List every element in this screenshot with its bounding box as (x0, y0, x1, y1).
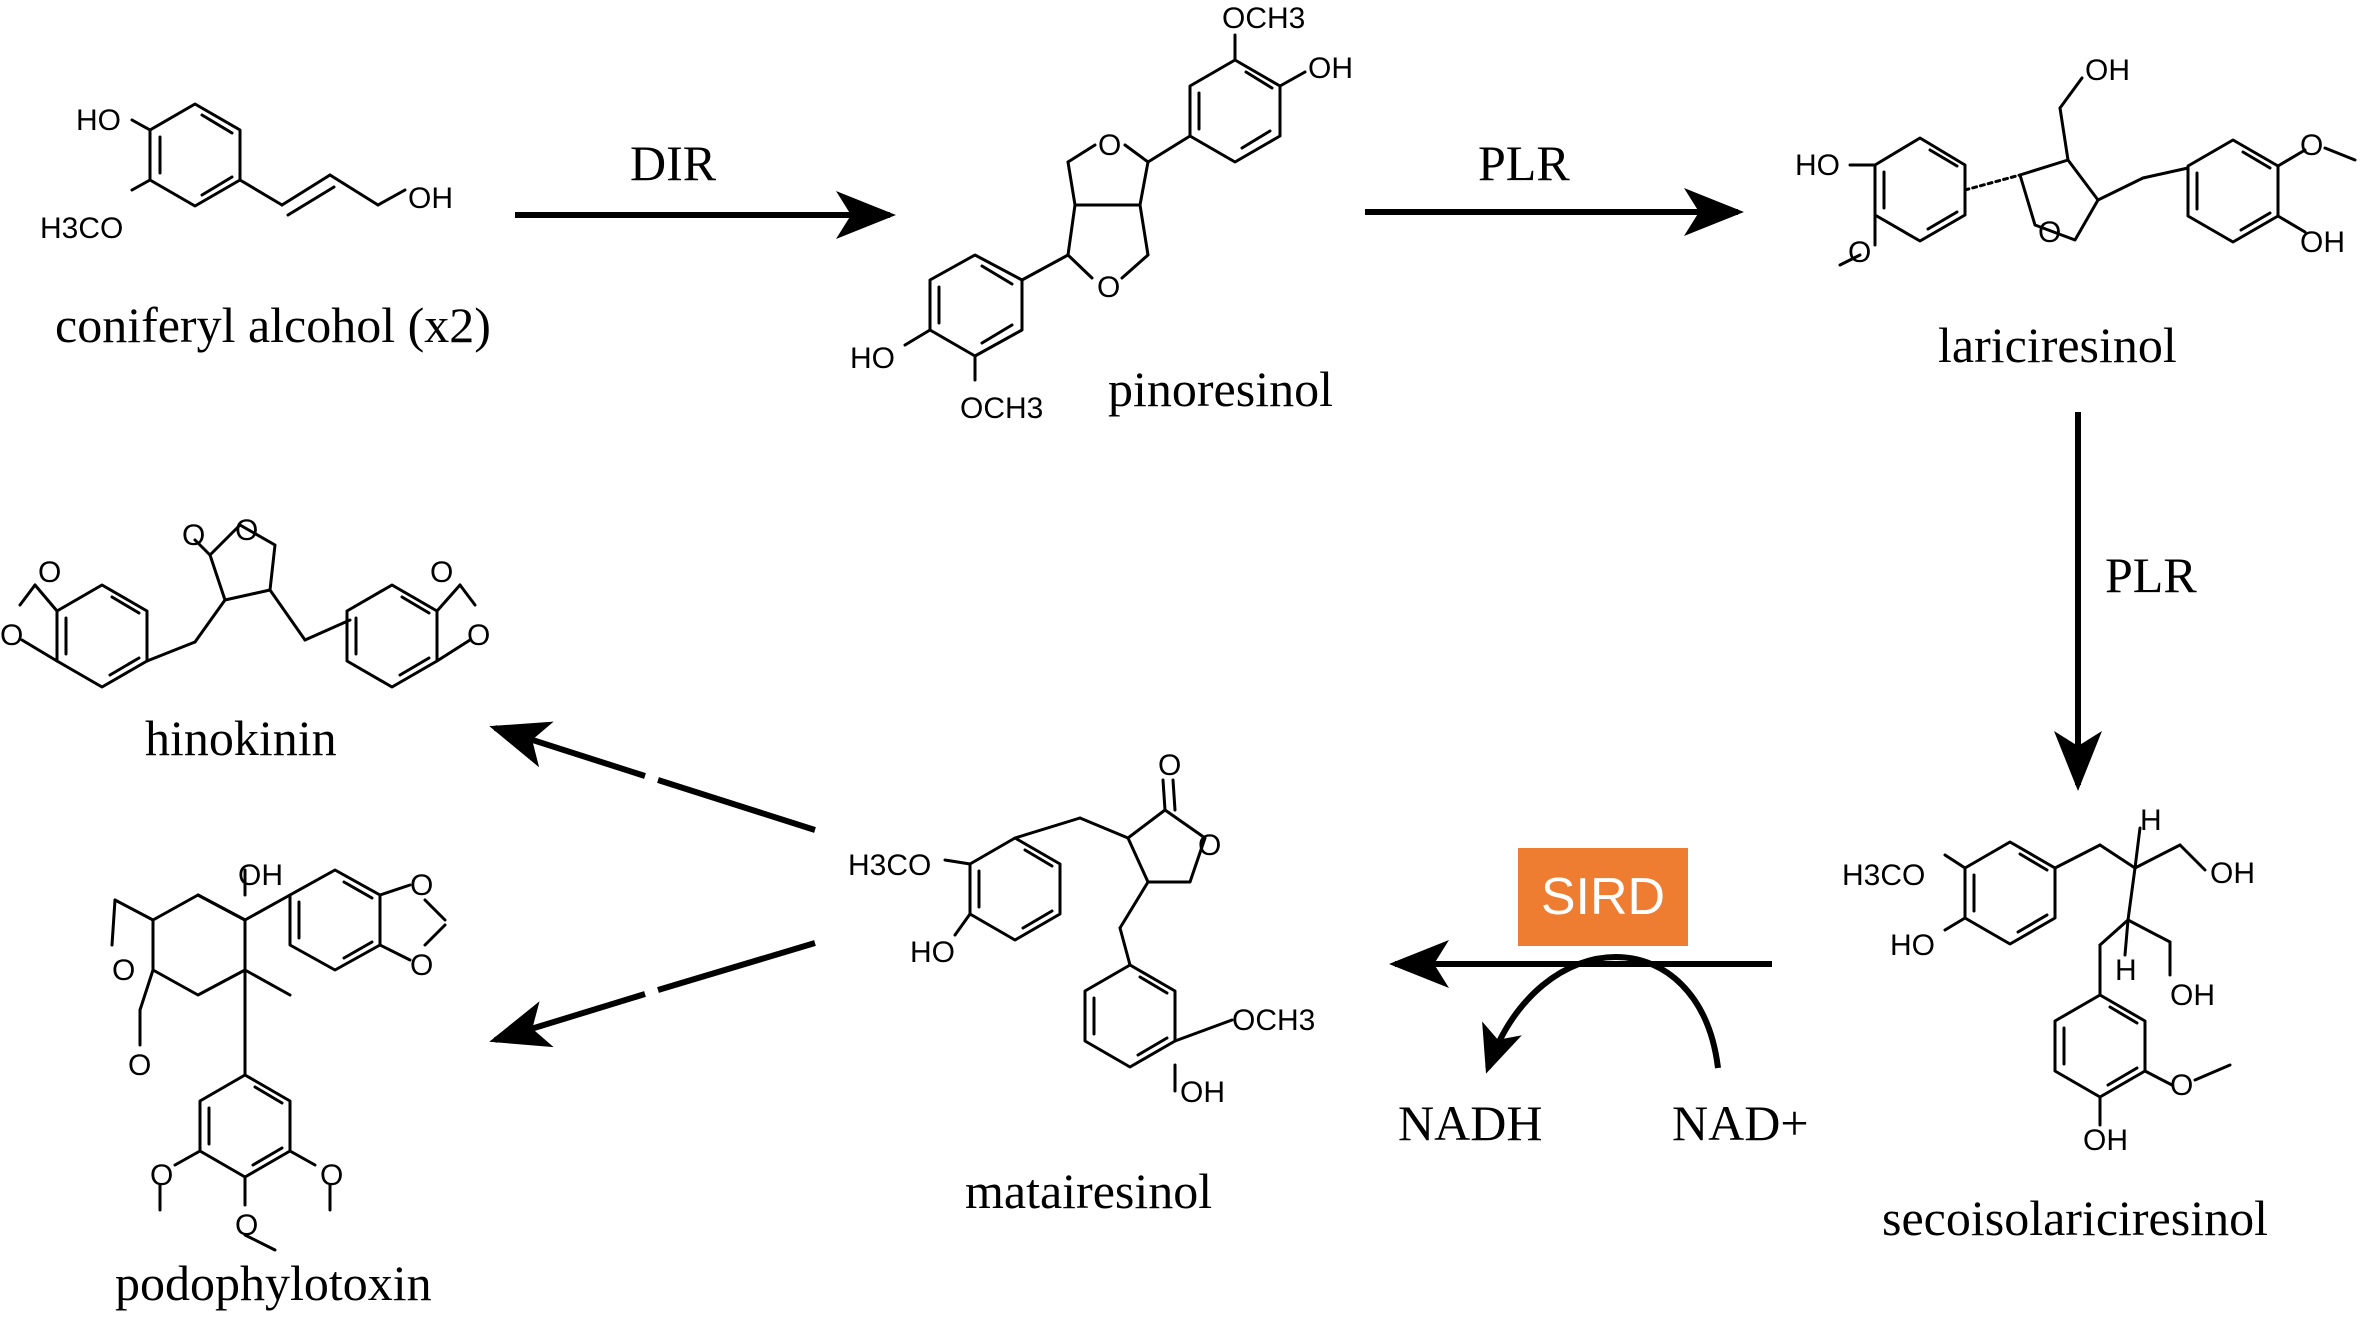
hinokinin-structure: O O O O O O (0, 514, 490, 689)
atom-label: OH (2300, 226, 2345, 259)
atom-label: HO (76, 104, 121, 137)
lariciresinol-structure: OH HO O O O OH (1795, 54, 2357, 269)
enzyme-label-sird: SIRD (1541, 868, 1665, 926)
atom-label: O (182, 519, 205, 552)
atom-label: O (430, 556, 453, 589)
atom-label: OH (1180, 1076, 1225, 1109)
pinoresinol-structure: OCH3 OH O O HO OCH3 (850, 2, 1353, 425)
atom-label: O (410, 869, 433, 902)
compound-label-lariciresinol: lariciresinol (1938, 317, 2177, 373)
atom-label: OH (238, 859, 283, 892)
compound-label-podophyllotoxin: podophylotoxin (115, 1255, 432, 1311)
enzyme-box-sird (1518, 848, 1688, 946)
cofactor-arc (1482, 954, 1721, 1074)
atom-label: H3CO (1842, 859, 1925, 892)
atom-label: OH (408, 182, 453, 215)
atom-label: O (1848, 236, 1871, 269)
atom-label: O (2300, 129, 2323, 162)
atom-label: O (150, 1159, 173, 1192)
enzyme-label-plr-2: PLR (2105, 547, 2197, 603)
podophyllotoxin-structure: OH O O O O O O O (110, 859, 447, 1252)
atom-label: O (2170, 1069, 2193, 1102)
atom-label: O (235, 1209, 258, 1242)
atom-label: OCH3 (960, 392, 1043, 425)
multistep-arrow-podophyllotoxin-b (489, 991, 646, 1048)
atom-label: O (1098, 129, 1121, 162)
atom-label: OH (2083, 1124, 2128, 1157)
atom-label: O (1158, 749, 1181, 782)
atom-label: O (320, 1159, 343, 1192)
compound-label-secoisolariciresinol: secoisolariciresinol (1882, 1190, 2268, 1246)
atom-label: O (112, 954, 135, 987)
atom-label: HO (910, 936, 955, 969)
atom-label: OCH3 (1222, 2, 1305, 35)
atom-label: HO (1890, 929, 1935, 962)
matairesinol-structure: H3CO HO O O OCH3 OH (848, 749, 1315, 1109)
atom-label: O (1198, 829, 1221, 862)
coniferyl-alcohol-structure: HO H3CO OH (40, 102, 453, 245)
multistep-arrow-hinokinin-b (489, 721, 646, 779)
compound-label-matairesinol: matairesinol (965, 1163, 1212, 1219)
atom-label: H3CO (848, 849, 931, 882)
compound-label-hinokinin: hinokinin (145, 710, 337, 766)
enzyme-label-plr-1: PLR (1478, 135, 1570, 191)
atom-label: O (38, 556, 61, 589)
compound-label-pinoresinol: pinoresinol (1108, 361, 1333, 417)
atom-label: OH (2170, 979, 2215, 1012)
atom-label: HO (850, 342, 895, 375)
atom-label: H (2140, 804, 2162, 837)
atom-label: O (235, 514, 258, 547)
compound-label-coniferyl-alcohol: coniferyl alcohol (x2) (55, 297, 491, 353)
atom-label: O (0, 619, 23, 652)
secoisolariciresinol-structure: H3CO HO H H OH OH O OH (1842, 804, 2255, 1157)
cofactor-label-nadh: NADH (1398, 1095, 1542, 1151)
atom-label: O (128, 1049, 151, 1082)
atom-label: H (2115, 954, 2137, 987)
atom-label: OH (1308, 52, 1353, 85)
atom-label: HO (1795, 149, 1840, 182)
enzyme-label-dir: DIR (630, 135, 717, 191)
atom-label: O (467, 619, 490, 652)
cofactor-label-nad-plus: NAD+ (1672, 1095, 1809, 1151)
atom-label: O (410, 949, 433, 982)
atom-label: OH (2085, 54, 2130, 87)
multistep-arrow-podophyllotoxin-a (657, 940, 816, 993)
atom-label: OH (2210, 857, 2255, 890)
atom-label: O (1097, 271, 1120, 304)
atom-label: H3CO (40, 212, 123, 245)
atom-label: OCH3 (1232, 1004, 1315, 1037)
multistep-arrow-hinokinin-a (657, 777, 816, 833)
atom-label: O (2038, 216, 2061, 249)
